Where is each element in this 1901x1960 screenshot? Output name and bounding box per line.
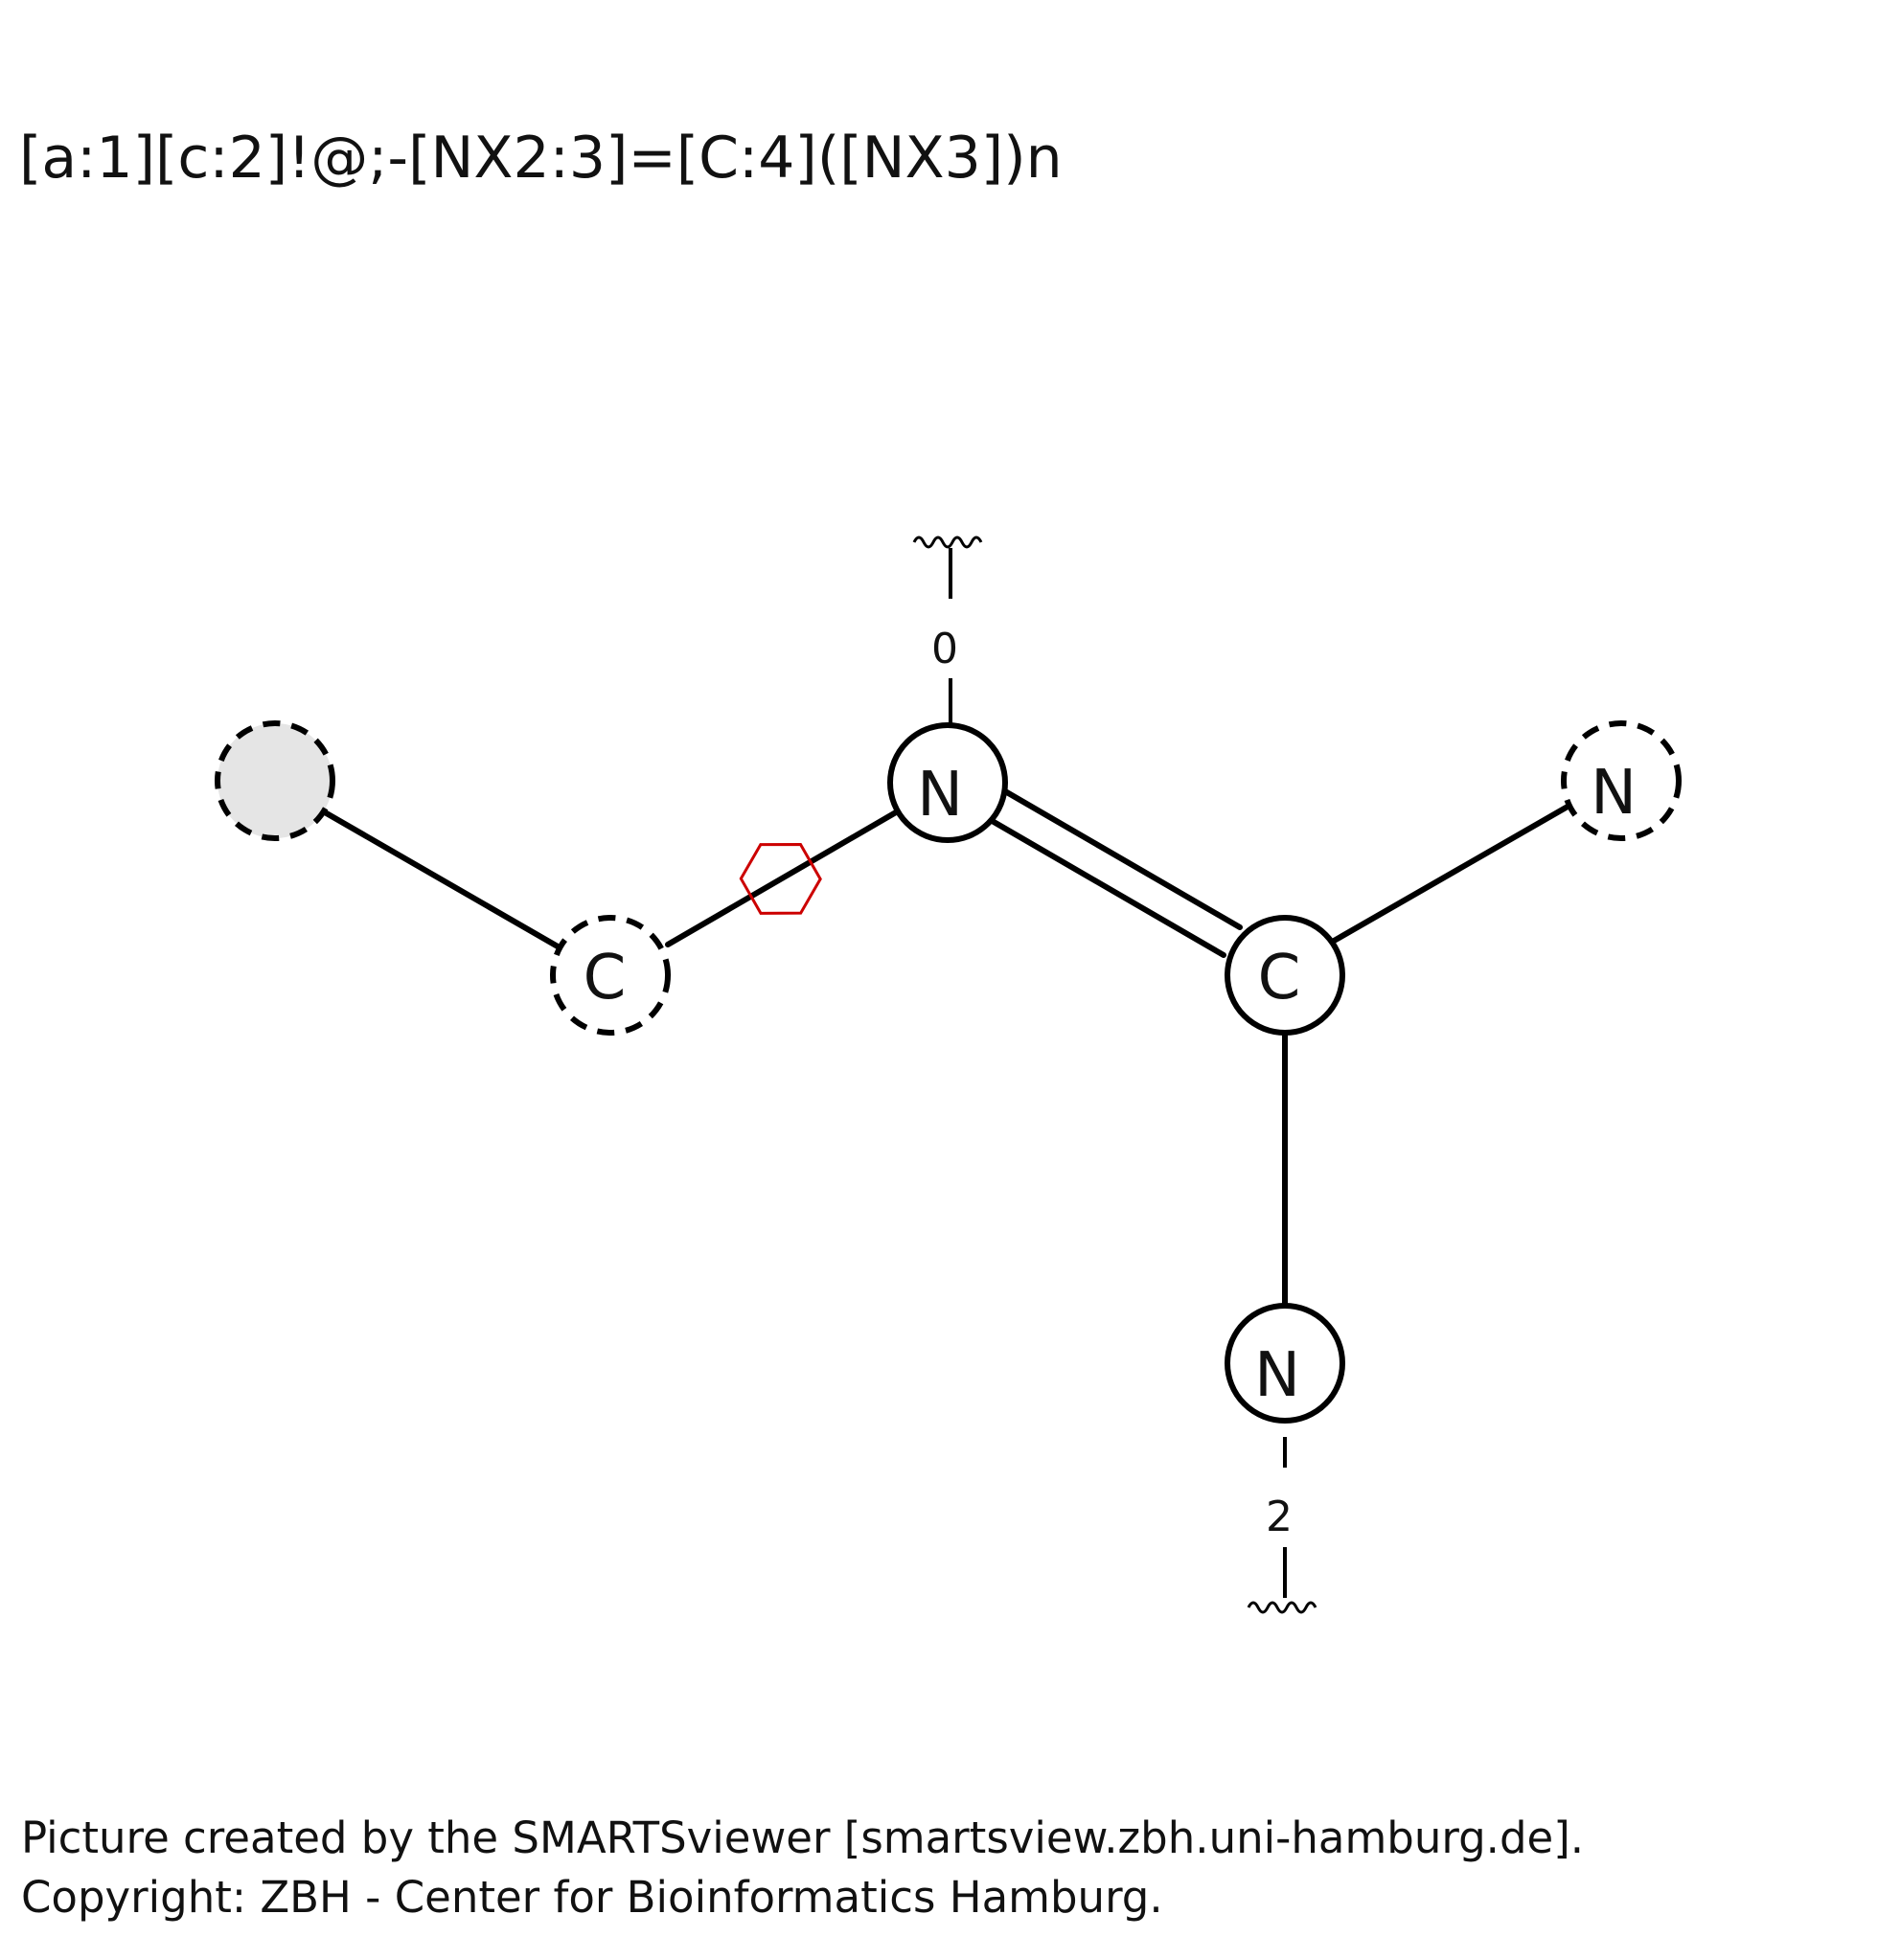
bond-a4-a5: [1326, 804, 1570, 946]
bond-a3-a4-double-1: [1002, 788, 1243, 930]
footer-copyright: Copyright: ZBH - Center for Bioinformati…: [21, 1872, 1163, 1923]
atom-a3-label: N: [917, 760, 963, 831]
count-label-a3: 0: [931, 625, 958, 673]
atom-a2-label: C: [584, 943, 627, 1014]
atom-a2: C: [550, 915, 671, 1036]
atom-a5: N: [1561, 720, 1682, 841]
bonds: [322, 788, 1570, 1308]
atom-a4: C: [1225, 915, 1345, 1036]
atom-a3: N: [887, 722, 1008, 843]
non-ring-bond-marker-icon: [739, 842, 822, 915]
wavy-attachment-icon: [912, 536, 983, 549]
atom-a6-label: N: [1254, 1340, 1300, 1411]
count-label-a6: 2: [1266, 1493, 1293, 1541]
atom-a6: N: [1225, 1303, 1345, 1424]
bond-a3-a4-double-2: [986, 816, 1226, 958]
bond-a2-a3: [665, 809, 899, 947]
atom-a1: [215, 720, 335, 841]
smarts-string: [a:1][c:2]!@;-[NX2:3]=[C:4]([NX3])n: [19, 125, 1063, 192]
footer-credit: Picture created by the SMARTSviewer [sma…: [21, 1812, 1585, 1863]
wavy-attachment-icon: [1247, 1601, 1317, 1614]
bond-a1-a2: [322, 809, 561, 949]
substituent-count-a6: [1247, 1437, 1317, 1614]
atom-a4-label: C: [1258, 943, 1301, 1014]
atom-a5-label: N: [1591, 758, 1637, 829]
substituent-count-a3: [912, 536, 983, 723]
footer: Picture created by the SMARTSviewer [sma…: [21, 1809, 1584, 1927]
